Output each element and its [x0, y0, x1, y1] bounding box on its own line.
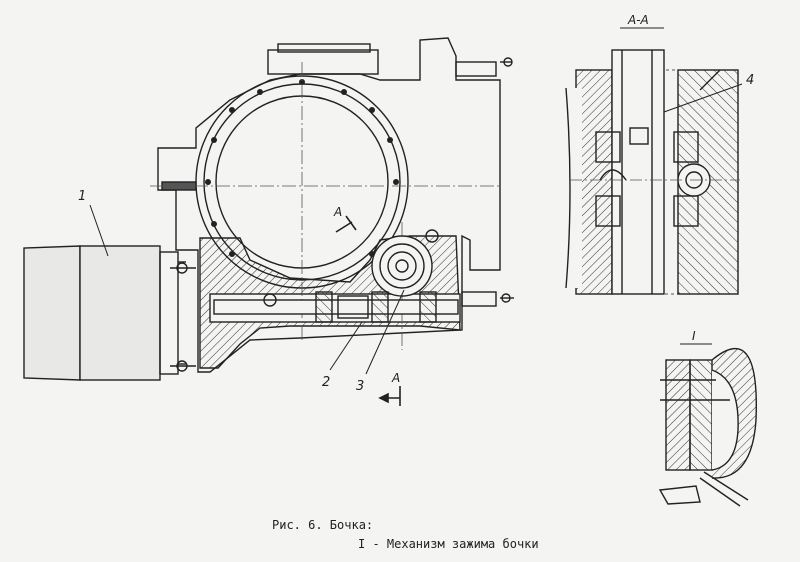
section-a-a — [565, 27, 743, 295]
shaft-assembly — [213, 291, 514, 323]
section-title: A-A — [627, 13, 649, 27]
motor — [23, 245, 186, 381]
label-part-4: 4 — [746, 73, 754, 88]
section-arrow-top — [335, 215, 357, 233]
label-part-3: 3 — [356, 379, 364, 394]
figure-caption-line-1: Рис. 6. Бочка: — [272, 518, 374, 532]
label-part-2: 2 — [322, 375, 330, 390]
detail-i — [658, 343, 758, 507]
section-mark-top: A — [333, 205, 342, 219]
label-part-1: 1 — [78, 189, 86, 204]
center-lines — [150, 62, 500, 350]
mount-bolts — [170, 262, 196, 372]
section-arrow-bottom — [378, 386, 401, 406]
leader-lines — [89, 204, 405, 375]
figure-caption-line-2: I - Механизм зажима бочки — [358, 537, 539, 551]
detail-title: I — [692, 329, 696, 343]
section-mark-bottom: A — [391, 371, 400, 385]
worm-gear — [371, 229, 439, 297]
main-view — [23, 37, 514, 406]
